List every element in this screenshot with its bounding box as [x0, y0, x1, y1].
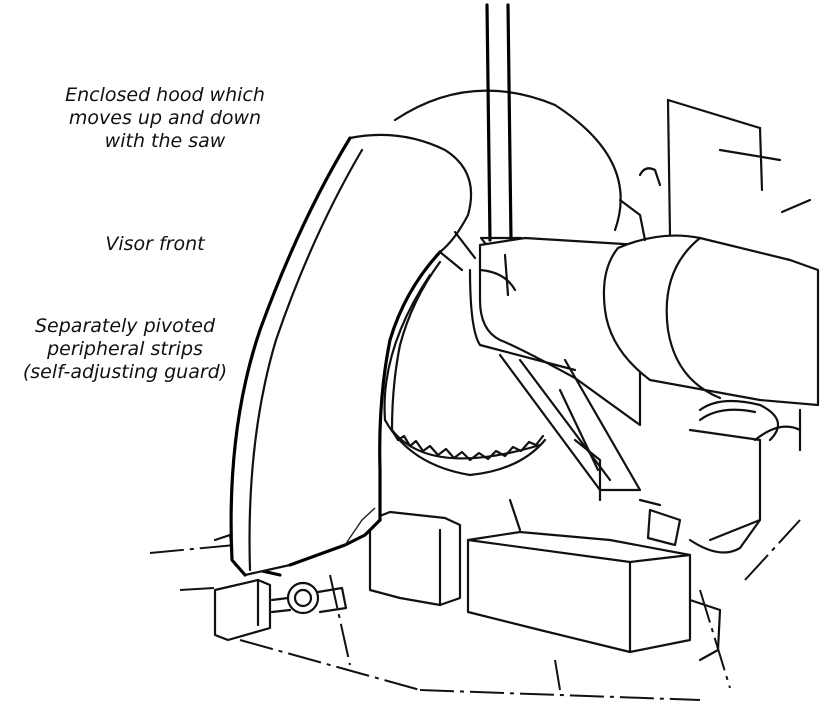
- label-line: with the saw: [104, 130, 226, 152]
- label-line: Separately pivoted: [34, 315, 216, 337]
- enclosed-hood: [229, 133, 477, 577]
- label-line: moves up and down: [68, 107, 262, 129]
- pivot-base: [213, 533, 348, 642]
- saw-arm: [468, 234, 820, 427]
- label-line: Enclosed hood which: [65, 84, 265, 106]
- handle-rods: [479, 3, 530, 250]
- fence-blocks: [368, 498, 722, 662]
- saw-blade: [383, 89, 622, 477]
- label-visor-front: Visor front: [60, 233, 250, 256]
- label-enclosed-hood: Enclosed hood which moves up and down wi…: [40, 84, 290, 153]
- label-line: (self-adjusting guard): [22, 361, 228, 383]
- rear-housing: [618, 98, 812, 554]
- linkage: [498, 353, 682, 547]
- label-peripheral-strips: Separately pivoted peripheral strips (se…: [0, 315, 250, 384]
- label-line: Visor front: [105, 233, 205, 255]
- label-line: peripheral strips: [47, 338, 203, 360]
